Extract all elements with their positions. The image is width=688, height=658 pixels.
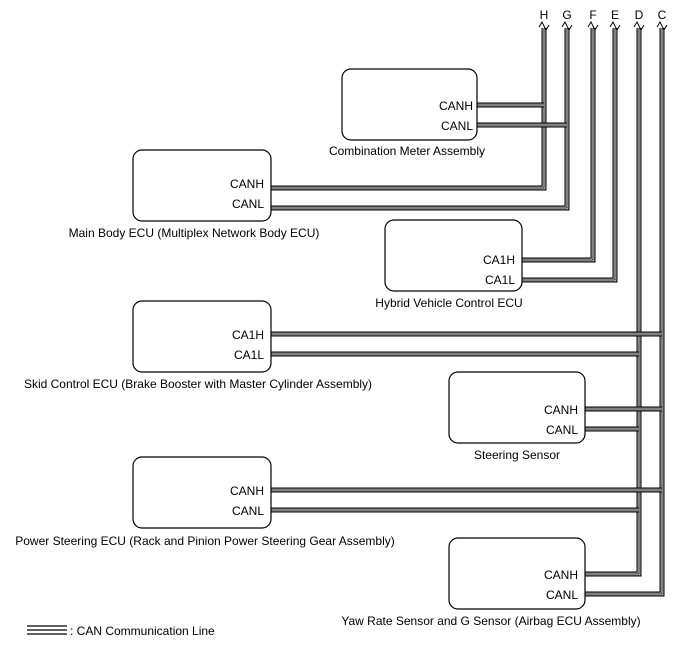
bus-label-e: E xyxy=(611,8,619,22)
yaw-rate-sensor-pin-high: CANH xyxy=(544,568,578,582)
combination-meter-label: Combination Meter Assembly xyxy=(329,144,485,158)
power-steering-ecu-pin-high: CANH xyxy=(230,484,264,498)
yaw-rate-sensor-label: Yaw Rate Sensor and G Sensor (Airbag ECU… xyxy=(341,614,640,628)
power-steering-ecu-pin-low: CANL xyxy=(232,504,264,518)
main-body-ecu-label: Main Body ECU (Multiplex Network Body EC… xyxy=(69,226,320,240)
wire-bus-f-hybrid-high xyxy=(522,28,596,263)
wire-bus-g-main-body-low xyxy=(271,28,570,211)
hybrid-vehicle-ecu-pin-low: CA1L xyxy=(485,273,515,287)
hybrid-vehicle-ecu-box xyxy=(384,219,523,292)
legend: : CAN Communication Line xyxy=(27,624,215,638)
skid-control-ecu-pin-low: CA1L xyxy=(234,348,264,362)
yaw-rate-sensor-box xyxy=(448,537,586,610)
bus-label-g: G xyxy=(562,8,571,22)
hybrid-vehicle-ecu-label: Hybrid Vehicle Control ECU xyxy=(375,296,522,310)
steering-sensor-label: Steering Sensor xyxy=(474,448,560,462)
wire-bus-c-yaw-low xyxy=(585,28,665,597)
power-steering-ecu-box xyxy=(132,456,272,529)
main-body-ecu-pin-high: CANH xyxy=(230,177,264,191)
bus-break-mark-3 xyxy=(609,20,621,32)
bus-break-mark-0 xyxy=(538,20,550,32)
skid-control-ecu-label: Skid Control ECU (Brake Booster with Mas… xyxy=(24,377,372,391)
bus-label-h: H xyxy=(540,8,549,22)
main-body-ecu-pin-low: CANL xyxy=(232,197,264,211)
yaw-rate-sensor-pin-low: CANL xyxy=(546,588,578,602)
legend-text: : CAN Communication Line xyxy=(70,624,215,638)
bus-break-mark-2 xyxy=(587,20,599,32)
legend-line-symbol xyxy=(27,625,67,635)
wire-bus-d-yaw-high xyxy=(585,28,642,577)
combination-meter-pin-low: CANL xyxy=(441,119,473,133)
bus-break-mark-1 xyxy=(561,20,573,32)
hybrid-vehicle-ecu-pin-high: CA1H xyxy=(483,253,515,267)
power-steering-ecu-label: Power Steering ECU (Rack and Pinion Powe… xyxy=(15,534,395,548)
combination-meter-box xyxy=(341,68,478,141)
main-body-ecu-box xyxy=(132,149,272,222)
can-wires xyxy=(271,20,668,597)
steering-sensor-pin-high: CANH xyxy=(544,403,578,417)
skid-control-ecu-box xyxy=(132,300,272,373)
wire-bus-e-hybrid-low xyxy=(522,28,618,283)
bus-label-c: C xyxy=(658,8,667,22)
bus-label-d: D xyxy=(635,8,644,22)
combination-meter-pin-high: CANH xyxy=(439,99,473,113)
steering-sensor-box xyxy=(448,371,586,444)
wire-bus-h-main-body-high xyxy=(271,28,547,191)
steering-sensor-pin-low: CANL xyxy=(546,423,578,437)
bus-break-mark-4 xyxy=(633,20,645,32)
bus-break-mark-5 xyxy=(656,20,668,32)
skid-control-ecu-pin-high: CA1H xyxy=(232,328,264,342)
bus-label-f: F xyxy=(589,8,596,22)
